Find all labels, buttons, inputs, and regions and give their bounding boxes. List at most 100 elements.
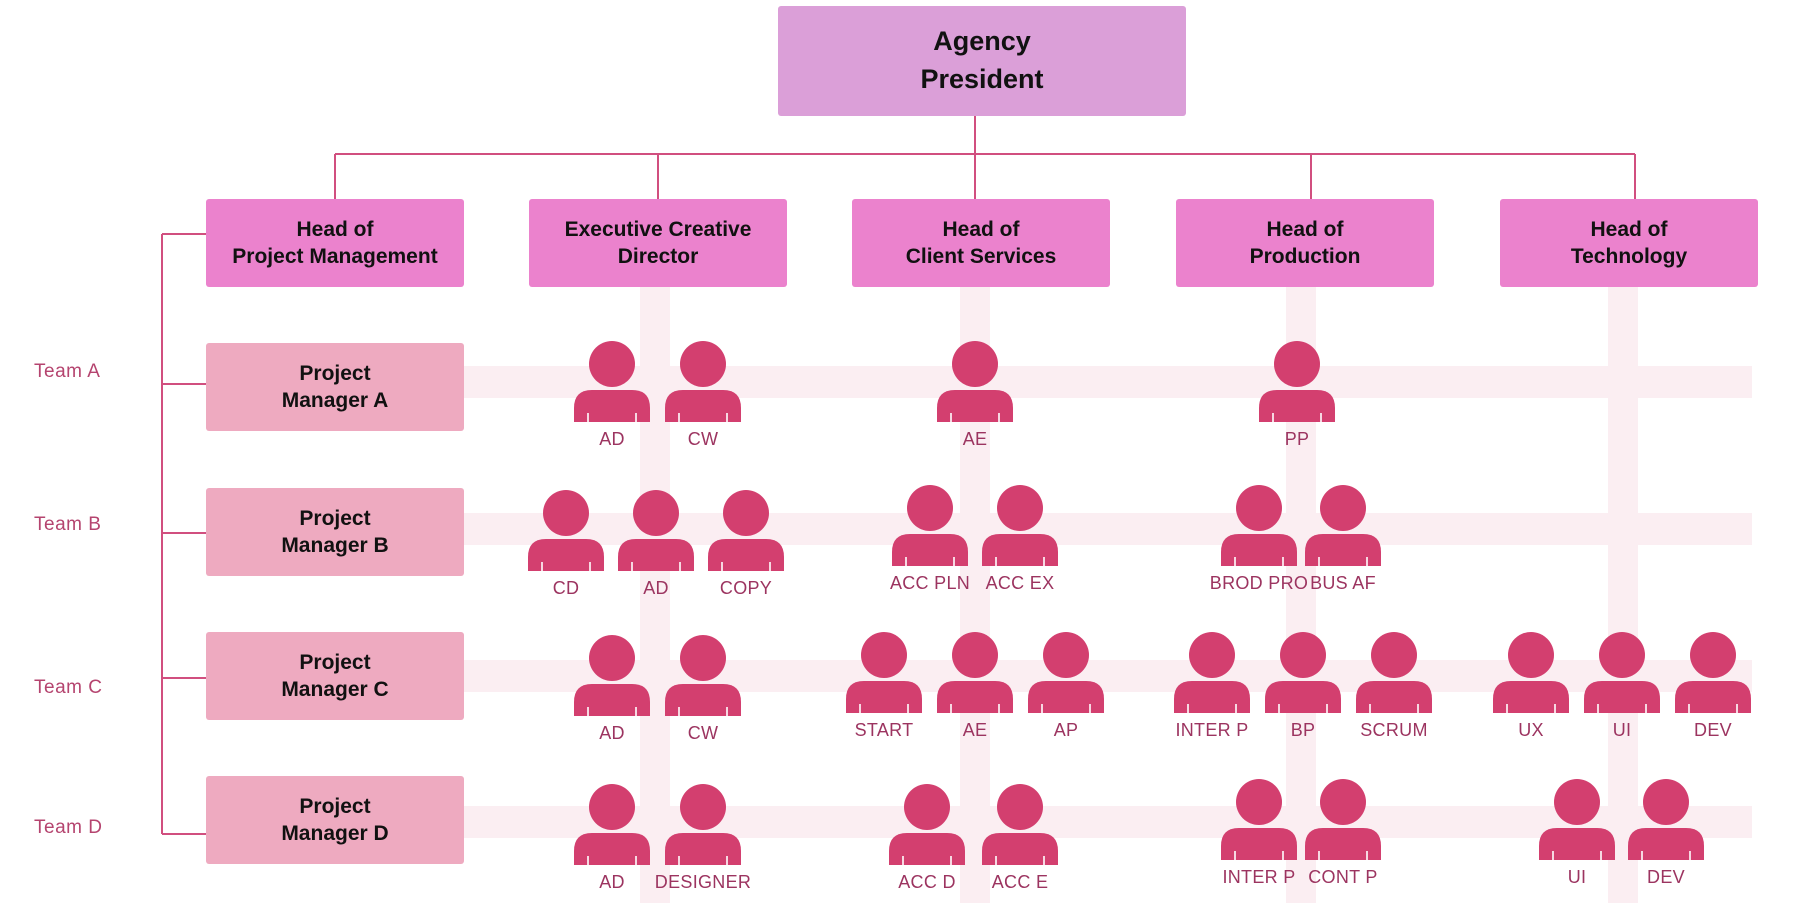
team-d-label: Team D bbox=[34, 817, 103, 838]
person-icon bbox=[982, 485, 1058, 566]
head-title-line2: Director bbox=[617, 245, 699, 268]
team-b-creative-ad: AD bbox=[610, 489, 702, 601]
connector-lines bbox=[161, 116, 1636, 835]
role-label: START bbox=[854, 720, 914, 740]
team-c-label: Team C bbox=[34, 677, 103, 698]
team-a-production-pp: PP bbox=[1251, 340, 1343, 452]
role-label: ACC EX bbox=[985, 573, 1055, 593]
role-label: DEV bbox=[1694, 720, 1732, 740]
role-label: DESIGNER bbox=[654, 872, 752, 892]
role-label: ACC E bbox=[991, 872, 1049, 892]
pm-title-line1: Project bbox=[299, 361, 371, 385]
team-c-client-ae: AE bbox=[929, 631, 1021, 743]
team-d-client-acc-e: ACC E bbox=[974, 783, 1066, 895]
team-b-creative-copy: COPY bbox=[700, 489, 792, 601]
role-label: AE bbox=[962, 429, 988, 449]
band-col-client-services bbox=[960, 287, 990, 903]
head-title-line1: Head of bbox=[1590, 217, 1668, 241]
pm-title-line2: Manager A bbox=[281, 389, 389, 412]
band-col-creative bbox=[640, 287, 670, 903]
role-label: DEV bbox=[1647, 867, 1685, 887]
head-title-line2: Technology bbox=[1570, 245, 1688, 268]
role-label: AD bbox=[599, 723, 625, 743]
head-creative-box: Executive Creative Director bbox=[529, 199, 787, 287]
president-title-line1: Agency bbox=[933, 26, 1031, 57]
person-icon bbox=[665, 784, 741, 865]
person-icon bbox=[982, 784, 1058, 865]
team-c-client-start: START bbox=[838, 631, 930, 743]
role-label: ACC PLN bbox=[889, 573, 971, 593]
head-client-services-box: Head of Client Services bbox=[852, 199, 1110, 287]
team-d-creative-designer: DESIGNER bbox=[655, 783, 751, 895]
head-title-line1: Head of bbox=[1266, 217, 1344, 241]
person-icon bbox=[889, 784, 965, 865]
person-icon bbox=[1628, 779, 1704, 860]
team-d-technology-dev: DEV bbox=[1620, 778, 1712, 890]
project-manager-b-box: Project Manager B bbox=[206, 488, 464, 576]
president-box: Agency President bbox=[778, 6, 1186, 116]
team-d-client-acc-d: ACC D bbox=[881, 783, 973, 895]
role-label: INTER P bbox=[1222, 867, 1296, 887]
project-manager-d-box: Project Manager D bbox=[206, 776, 464, 864]
person-icon bbox=[1028, 632, 1104, 713]
team-a-label: Team A bbox=[34, 361, 101, 382]
role-label: AD bbox=[599, 872, 625, 892]
band-col-technology bbox=[1608, 287, 1638, 903]
head-title-line2: Project Management bbox=[232, 245, 438, 268]
role-label: UI bbox=[1612, 720, 1632, 740]
role-label: COPY bbox=[719, 578, 773, 598]
head-title-line2: Client Services bbox=[905, 245, 1057, 268]
person-icon bbox=[892, 485, 968, 566]
pm-title-line1: Project bbox=[299, 794, 371, 818]
team-b-client-acc-ex: ACC EX bbox=[974, 484, 1066, 596]
person-icon bbox=[1305, 779, 1381, 860]
team-c-client-ap: AP bbox=[1020, 631, 1112, 743]
person-icon bbox=[1675, 632, 1751, 713]
team-c-production-scrum: SCRUM bbox=[1348, 631, 1440, 743]
person-icon bbox=[1356, 632, 1432, 713]
head-project-management-box: Head of Project Management bbox=[206, 199, 464, 287]
head-title-line1: Head of bbox=[942, 217, 1020, 241]
person-icon bbox=[1539, 779, 1615, 860]
team-a-creative-ad: AD bbox=[566, 340, 658, 452]
head-technology-box: Head of Technology bbox=[1500, 199, 1758, 287]
person-icon bbox=[708, 490, 784, 571]
role-label: BP bbox=[1290, 720, 1316, 740]
person-icon bbox=[665, 341, 741, 422]
person-icon bbox=[1493, 632, 1569, 713]
role-label: CW bbox=[687, 723, 719, 743]
team-c-production-bp: BP bbox=[1257, 631, 1349, 743]
team-b-client-acc-pln: ACC PLN bbox=[884, 484, 976, 596]
matrix-grid-bands bbox=[464, 287, 1752, 903]
pm-title-line2: Manager C bbox=[281, 678, 389, 701]
role-label: UI bbox=[1567, 867, 1587, 887]
person-icon bbox=[846, 632, 922, 713]
person-icon bbox=[1174, 632, 1250, 713]
team-d-production-inter-p: INTER P bbox=[1213, 778, 1305, 890]
person-icon bbox=[1221, 779, 1297, 860]
team-a-creative-cw: CW bbox=[657, 340, 749, 452]
role-label: CONT P bbox=[1308, 867, 1378, 887]
role-label: BUS AF bbox=[1310, 573, 1376, 593]
person-icon bbox=[937, 632, 1013, 713]
role-label: BROD PRO bbox=[1209, 573, 1309, 593]
team-b-creative-cd: CD bbox=[520, 489, 612, 601]
team-d-production-cont-p: CONT P bbox=[1297, 778, 1389, 890]
role-label: INTER P bbox=[1175, 720, 1249, 740]
project-manager-c-box: Project Manager C bbox=[206, 632, 464, 720]
person-icon bbox=[1221, 485, 1297, 566]
role-label: PP bbox=[1284, 429, 1310, 449]
band-row-team-d bbox=[464, 806, 1752, 838]
person-icon bbox=[937, 341, 1013, 422]
person-icon bbox=[618, 490, 694, 571]
pm-title-line2: Manager B bbox=[281, 534, 389, 557]
team-c-creative-ad: AD bbox=[566, 634, 658, 746]
president-title-line2: President bbox=[920, 64, 1044, 94]
head-title-line1: Executive Creative bbox=[564, 217, 752, 241]
role-label: AD bbox=[599, 429, 625, 449]
person-icon bbox=[1265, 632, 1341, 713]
person-icon bbox=[574, 635, 650, 716]
person-icon bbox=[665, 635, 741, 716]
